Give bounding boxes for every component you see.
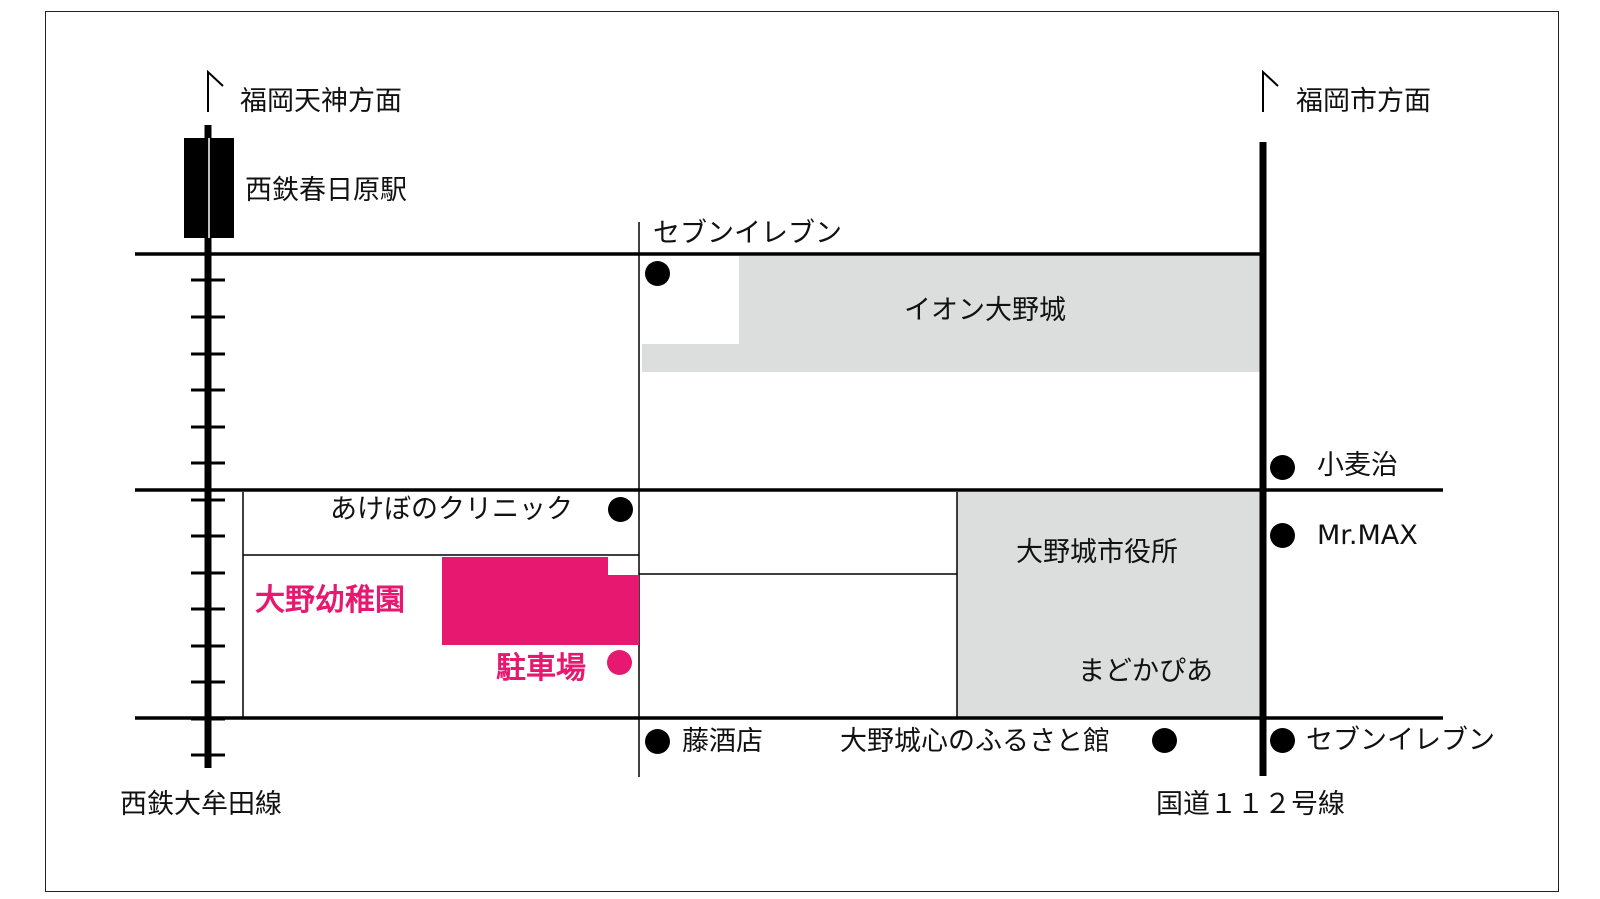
madokapia-label: まどかぴあ [1078, 656, 1213, 687]
direction-tenjin: 福岡天神方面 [240, 86, 402, 117]
seven-eleven-bottom-label: セブンイレブン [1306, 725, 1495, 756]
corner-arrow-icon-tenjin [207, 69, 224, 112]
komugiji-dot [1270, 455, 1295, 480]
city-hall-building [957, 492, 1262, 717]
parking-dot [607, 650, 632, 675]
furusato-kan-label: 大野城心のふるさと館 [840, 726, 1110, 757]
direction-fukuoka-city: 福岡市方面 [1296, 86, 1431, 117]
aeon-building [642, 256, 1262, 372]
mrmax-label: Mr.MAX [1317, 520, 1418, 551]
seven-eleven-top-label: セブンイレブン [653, 218, 842, 249]
kindergarten-label: 大野幼稚園 [255, 583, 405, 618]
station-label: 西鉄春日原駅 [245, 175, 407, 206]
furusato-kan-dot [1152, 728, 1177, 753]
akebono-clinic-label: あけぼのクリニック [330, 494, 573, 525]
city-hall-label: 大野城市役所 [1016, 537, 1178, 568]
railway-ties [191, 278, 225, 757]
seven-eleven-top-dot [645, 261, 670, 286]
fuji-sake-label: 藤酒店 [682, 726, 763, 757]
fuji-sake-dot [645, 729, 670, 754]
kindergarten-building [442, 557, 639, 645]
akebono-clinic-dot [608, 497, 633, 522]
komugiji-label: 小麦治 [1317, 450, 1398, 481]
corner-arrow-icon-fukuoka [1262, 69, 1279, 112]
map-frame [45, 11, 1559, 892]
railway-line-label: 西鉄大牟田線 [120, 789, 282, 820]
mrmax-dot [1270, 523, 1295, 548]
highway-label: 国道１１２号線 [1156, 789, 1345, 820]
seven-eleven-bottom-dot [1270, 728, 1295, 753]
aeon-label: イオン大野城 [904, 295, 1066, 326]
parking-label: 駐車場 [496, 651, 586, 686]
